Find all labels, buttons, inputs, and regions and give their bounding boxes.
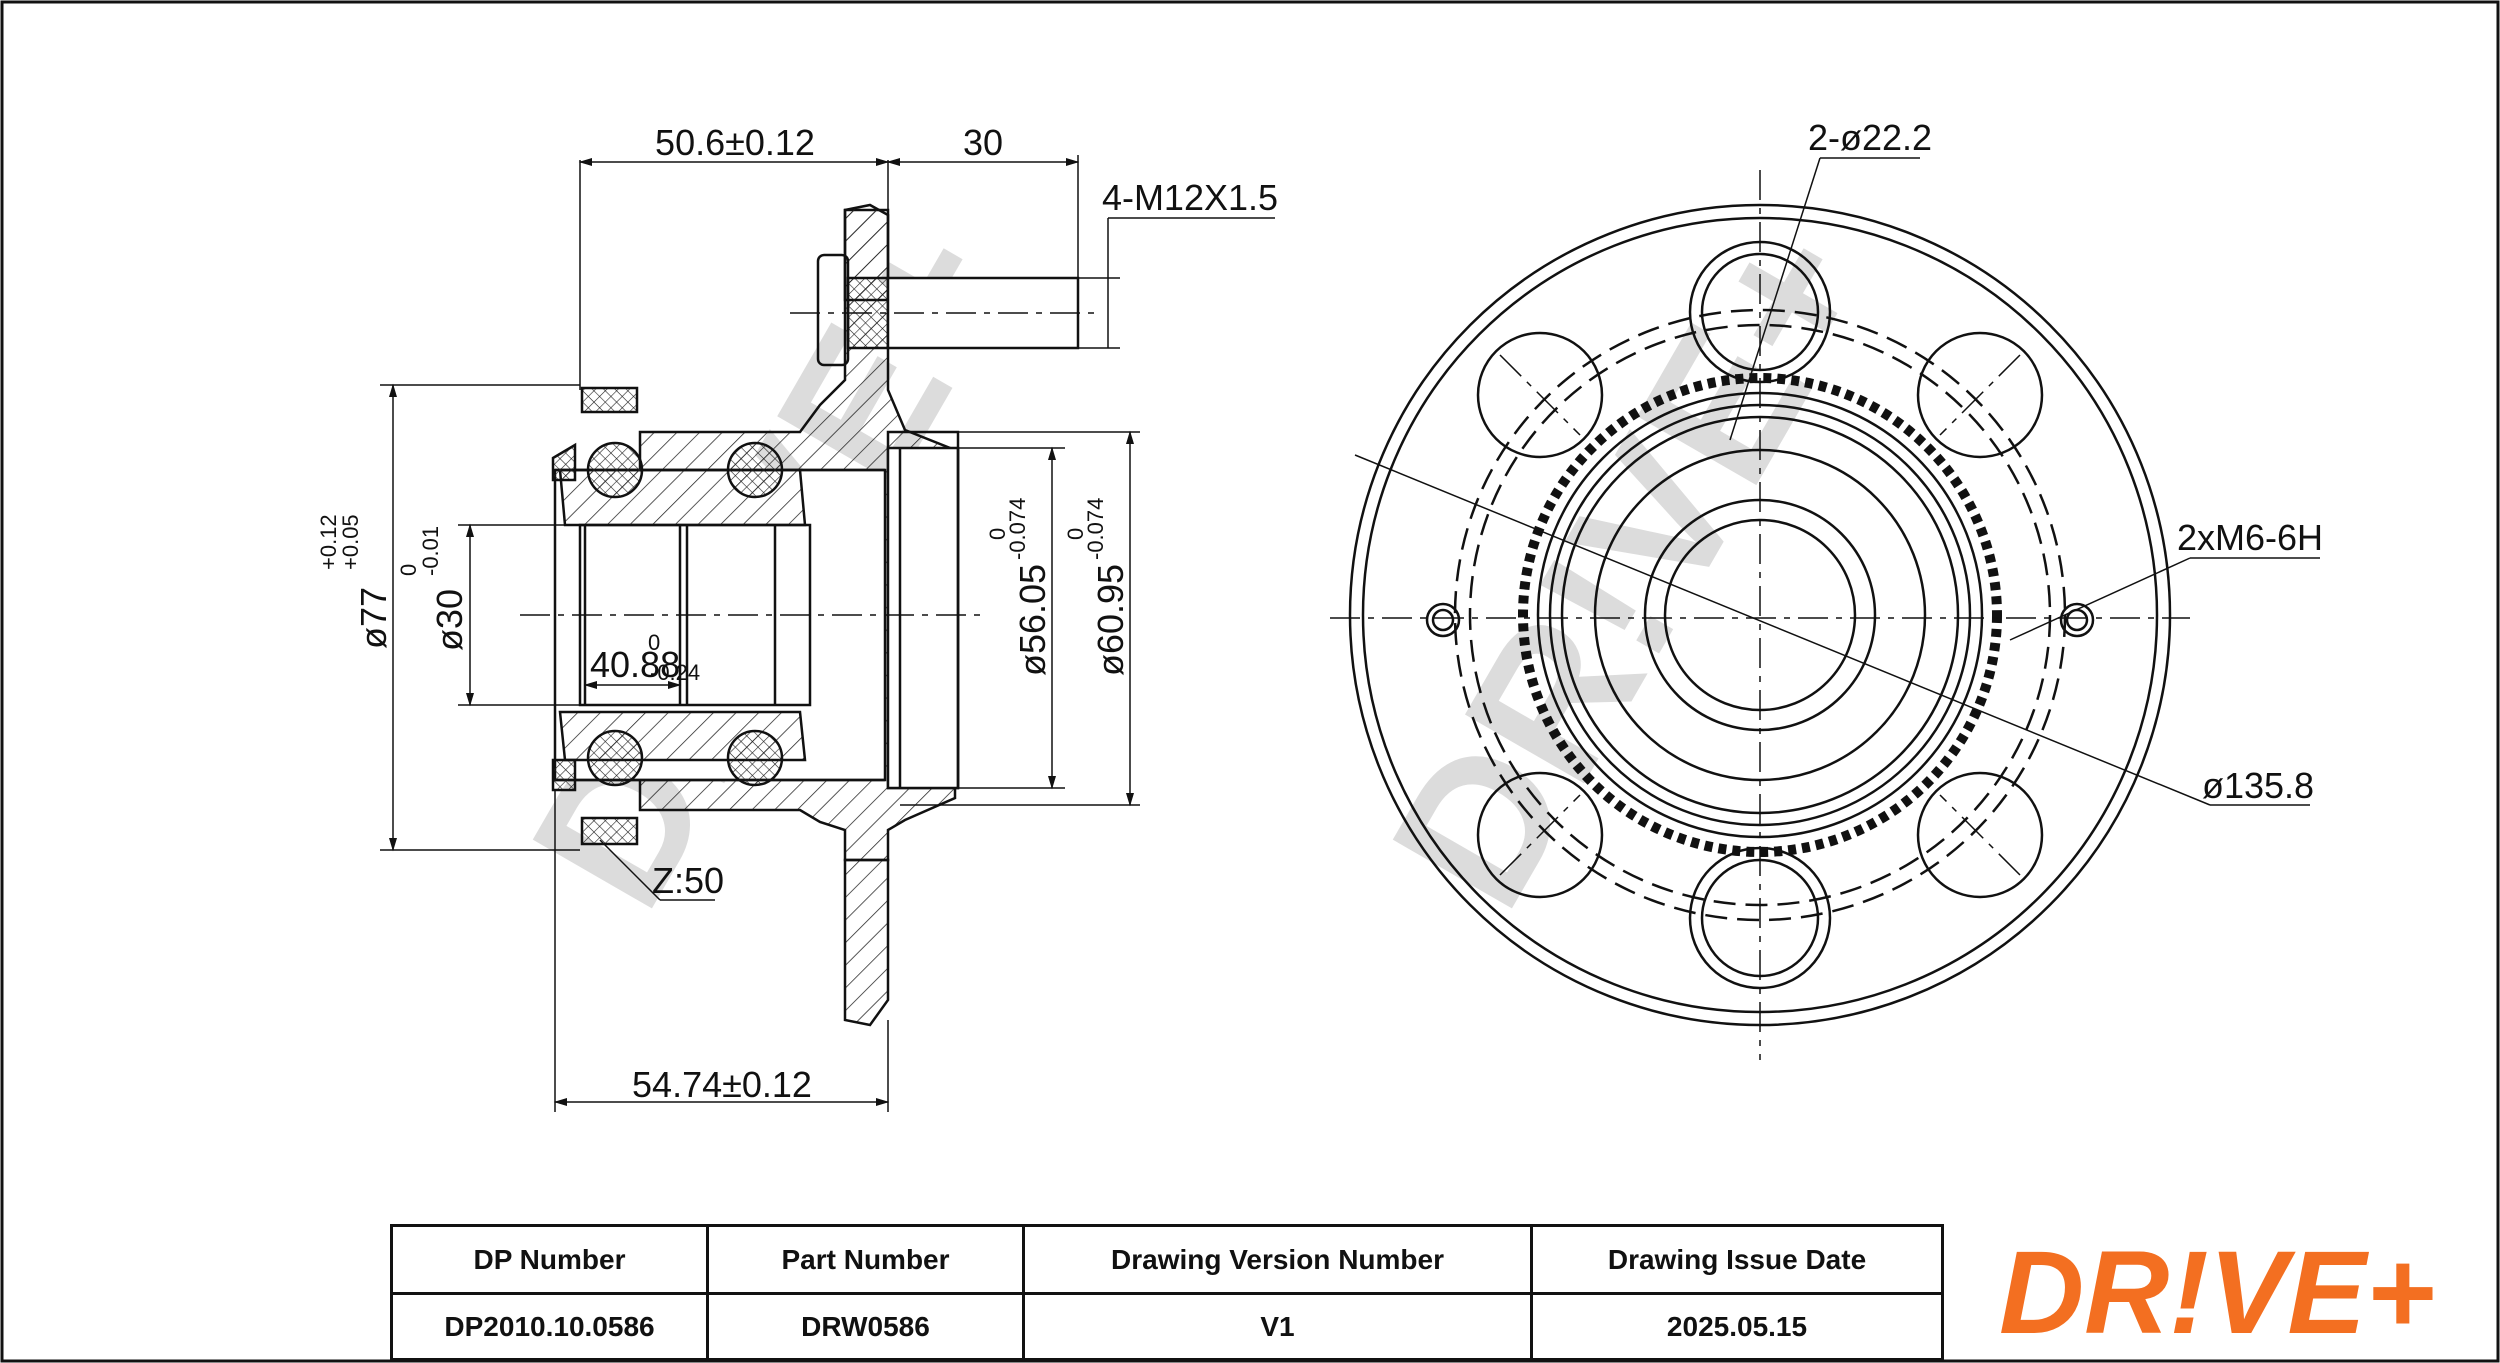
svg-text:-0.074: -0.074 [1083, 498, 1108, 560]
dim-outer-dia: ø77 +0.12 +0.05 [316, 514, 394, 649]
front-centerlines [1330, 170, 2190, 1060]
section-centerlines [520, 312, 1100, 616]
svg-text:-0.24: -0.24 [650, 660, 700, 685]
section-view [551, 203, 1080, 1027]
header-part-number: Part Number [706, 1224, 1025, 1295]
svg-text:ø56.05: ø56.05 [1012, 564, 1053, 676]
svg-text:+0.05: +0.05 [338, 514, 363, 570]
dim-flange-pilot-dia: ø60.95 0 -0.074 [1063, 498, 1131, 676]
svg-text:-0.074: -0.074 [1005, 498, 1030, 560]
front-dimension-lines [1354, 157, 2320, 806]
front-view [1348, 203, 2172, 1027]
dim-bore-dia: ø30 0 -0.01 [396, 526, 470, 651]
watermark-right: DR!VE+ [1349, 190, 1912, 942]
section-dimension-lines [380, 155, 1275, 1112]
svg-text:+0.12: +0.12 [316, 514, 341, 570]
svg-text:0: 0 [396, 564, 421, 576]
svg-text:ø30: ø30 [429, 589, 470, 651]
drive-logo: DR!VE+ [1938, 1226, 2496, 1360]
svg-text:0: 0 [985, 528, 1010, 540]
value-dp-number: DP2010.10.0586 [390, 1292, 709, 1361]
svg-text:DR!VE+: DR!VE+ [1999, 1233, 2435, 1353]
dim-stud-thread: 4-M12X1.5 [1102, 177, 1278, 218]
svg-text:-0.01: -0.01 [418, 526, 443, 576]
svg-text:0: 0 [1063, 528, 1088, 540]
svg-text:DR!VE+: DR!VE+ [1349, 190, 1912, 942]
svg-text:ø60.95: ø60.95 [1090, 564, 1131, 676]
title-block: DP Number Part Number Drawing Version Nu… [390, 1224, 1944, 1361]
dim-hub-length: 50.6±0.12 [655, 122, 815, 163]
dim-pcd: ø135.8 [2202, 765, 2314, 806]
dim-screw-holes: 2xM6-6H [2177, 517, 2323, 558]
dim-inner-width: 40.88 0 -0.24 [590, 630, 700, 685]
svg-text:0: 0 [648, 630, 660, 655]
dim-pilot-dia: ø56.05 0 -0.074 [985, 498, 1053, 676]
value-issue-date: 2025.05.15 [1530, 1292, 1944, 1361]
dim-abs-teeth: Z:50 [652, 860, 724, 901]
value-part-number: DRW0586 [706, 1292, 1025, 1361]
dim-bolt-hole: 2-ø22.2 [1808, 117, 1932, 158]
header-issue-date: Drawing Issue Date [1530, 1224, 1944, 1295]
svg-text:ø77: ø77 [353, 587, 394, 649]
dim-stud-length: 30 [963, 122, 1003, 163]
header-drawing-version: Drawing Version Number [1022, 1224, 1533, 1295]
header-dp-number: DP Number [390, 1224, 709, 1295]
dim-total-length: 54.74±0.12 [632, 1064, 812, 1105]
value-drawing-version: V1 [1022, 1292, 1533, 1361]
svg-text:40.88: 40.88 [590, 644, 680, 685]
